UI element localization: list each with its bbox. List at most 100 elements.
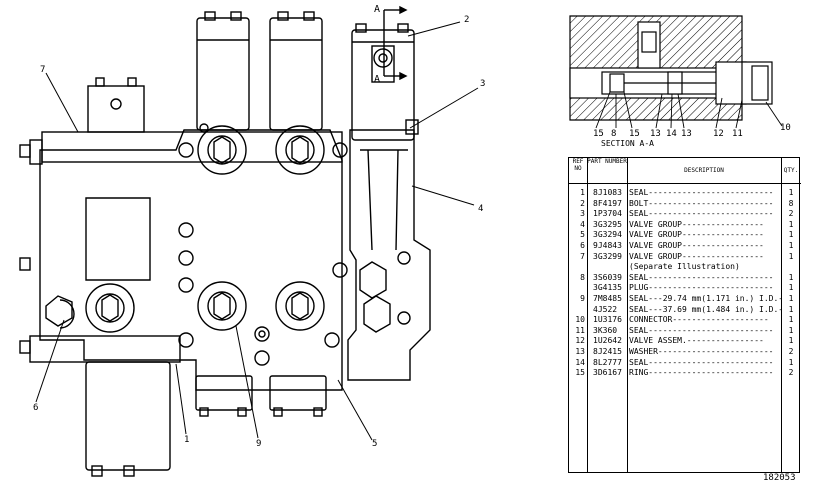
description-cell: SEAL-------------------------- bbox=[629, 209, 774, 219]
part-number-cell: 1P3704 bbox=[593, 209, 622, 219]
header-ref: REF NO bbox=[569, 158, 587, 184]
qty-cell: 2 bbox=[788, 368, 794, 378]
section-mark-top: A bbox=[374, 4, 380, 15]
header-qty: QTY. bbox=[781, 158, 801, 184]
ref-cell: 3 bbox=[580, 209, 585, 219]
description-cell: VALVE GROUP----------------- bbox=[629, 241, 764, 250]
part-number-cell: 3G3294 bbox=[593, 230, 622, 240]
callout-2: 2 bbox=[464, 15, 470, 25]
callout-15a: 15 bbox=[593, 129, 604, 139]
qty-cell: 2 bbox=[788, 209, 794, 219]
callout-11: 11 bbox=[732, 129, 743, 139]
table-row: 11 3K360 SEAL-------------------------- 1 bbox=[569, 326, 801, 337]
part-number-cell: 1U2642 bbox=[593, 336, 622, 346]
header-description: DESCRIPTION bbox=[627, 158, 781, 184]
part-number-cell: 8J2415 bbox=[593, 347, 622, 356]
ref-cell: 12 bbox=[575, 336, 585, 346]
ref-cell: 9 bbox=[580, 294, 585, 303]
description-cell: SEAL-------------------------- bbox=[629, 357, 774, 367]
callout-9: 9 bbox=[256, 439, 262, 449]
section-label: SECTION A-A bbox=[601, 139, 654, 148]
table-row: 5 3G3294 VALVE GROUP----------------- 1 bbox=[569, 230, 801, 241]
description-cell: VALVE GROUP----------------- bbox=[629, 251, 764, 261]
drawing-number: 182053 bbox=[763, 473, 796, 483]
description-cell: VALVE GROUP----------------- bbox=[629, 230, 764, 240]
solenoid-middle bbox=[269, 17, 323, 131]
description-cell: (Separate Illustration) bbox=[629, 262, 740, 272]
qty-cell: 1 bbox=[788, 272, 794, 282]
qty-cell: 1 bbox=[788, 283, 794, 293]
callout-7: 7 bbox=[40, 65, 46, 75]
qty-cell: 1 bbox=[788, 315, 794, 325]
description-cell: SEAL-------------------------- bbox=[629, 325, 774, 335]
description-cell: SEAL-------------------------- bbox=[629, 188, 774, 197]
section-mark-bottom: A bbox=[374, 74, 380, 85]
qty-cell: 1 bbox=[788, 294, 794, 303]
bottom-cap-left bbox=[85, 361, 171, 471]
description-cell: PLUG-------------------------- bbox=[629, 283, 774, 293]
description-cell: VALVE GROUP----------------- bbox=[629, 219, 764, 229]
callout-5: 5 bbox=[372, 439, 378, 449]
callout-8: 8 bbox=[611, 129, 617, 139]
valve-body-drawing: A A bbox=[19, 4, 479, 477]
callout-4: 4 bbox=[478, 204, 484, 214]
part-number-cell: 1U3176 bbox=[593, 315, 622, 325]
ref-cell: 5 bbox=[580, 230, 585, 240]
callout-15b: 15 bbox=[629, 129, 640, 139]
solenoid-left bbox=[196, 17, 250, 131]
qty-cell: 1 bbox=[788, 188, 794, 197]
description-cell: SEAL-------------------------- bbox=[629, 272, 774, 282]
qty-cell: 1 bbox=[788, 304, 794, 314]
qty-cell: 1 bbox=[788, 230, 794, 240]
table-row: 2 8F4197 BOLT-------------------------- 8 bbox=[569, 199, 801, 210]
table-row: 3 1P3704 SEAL-------------------------- 2 bbox=[569, 209, 801, 220]
qty-cell: 1 bbox=[788, 357, 794, 367]
part-number-cell: 3G3295 bbox=[593, 219, 622, 229]
solenoid-right bbox=[351, 29, 415, 141]
callout-3: 3 bbox=[480, 79, 486, 89]
part-number-cell: 7M8485 bbox=[593, 294, 622, 303]
qty-cell: 1 bbox=[788, 325, 794, 335]
part-number-cell: 8F4197 bbox=[593, 198, 622, 208]
callout-6: 6 bbox=[33, 403, 39, 413]
ref-cell: 6 bbox=[580, 241, 585, 250]
callout-1: 1 bbox=[184, 435, 190, 445]
ref-cell: 14 bbox=[575, 357, 585, 367]
ref-cell: 8 bbox=[580, 272, 585, 282]
ref-cell: 15 bbox=[575, 368, 585, 378]
part-number-cell: 3K360 bbox=[593, 325, 618, 335]
description-cell: VALVE ASSEM.---------------- bbox=[629, 336, 764, 346]
ref-cell: 13 bbox=[575, 347, 585, 356]
ref-cell: 2 bbox=[580, 198, 585, 208]
description-cell: BOLT-------------------------- bbox=[629, 198, 774, 208]
table-row: 7 3G3299 VALVE GROUP----------------- 1 bbox=[569, 252, 801, 263]
section-a-a-drawing bbox=[569, 15, 783, 129]
table-row: 9 7M8485 SEAL---29.74 mm(1.171 in.) I.D.- 1 bbox=[569, 294, 801, 305]
ref-cell: 4 bbox=[580, 219, 585, 229]
ref-cell: 11 bbox=[575, 325, 585, 335]
description-cell: SEAL---29.74 mm(1.171 in.) I.D.- bbox=[629, 294, 781, 303]
qty-cell: 2 bbox=[788, 347, 794, 356]
part-number-cell: 3G4135 bbox=[593, 283, 622, 293]
part-number-cell: 4J522 bbox=[593, 304, 618, 314]
table-row: 3G4135 PLUG-------------------------- 1 bbox=[569, 283, 801, 294]
ref-cell: 10 bbox=[575, 315, 585, 325]
table-row: (Separate Illustration) bbox=[569, 262, 801, 273]
part-number-cell: 3G3299 bbox=[593, 251, 622, 261]
qty-cell: 1 bbox=[788, 251, 794, 261]
callout-13b: 13 bbox=[681, 129, 692, 139]
callout-13a: 13 bbox=[650, 129, 661, 139]
callout-10: 10 bbox=[780, 123, 791, 133]
ref-cell: 1 bbox=[580, 188, 585, 197]
ref-cell: 7 bbox=[580, 251, 585, 261]
qty-cell: 8 bbox=[788, 198, 794, 208]
